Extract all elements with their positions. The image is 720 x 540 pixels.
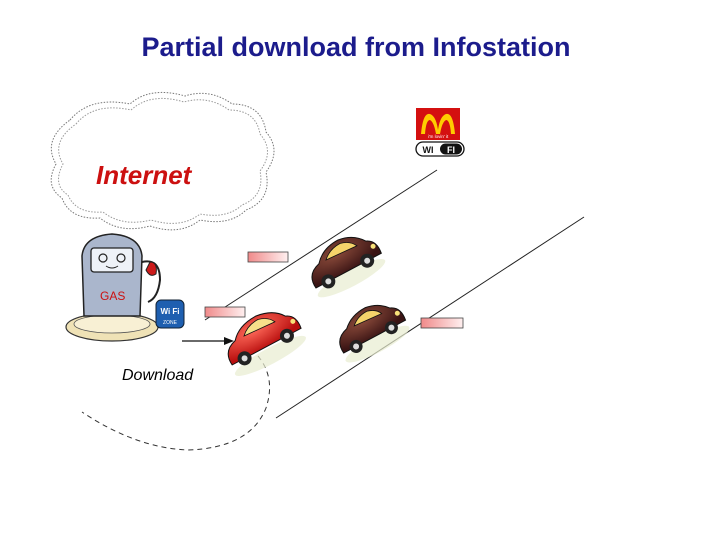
car-dark-lower — [339, 304, 410, 363]
gas-sign-text: GAS — [100, 289, 125, 303]
gas-station: GAS — [65, 233, 162, 342]
car-trajectory — [81, 355, 271, 451]
road-edge-bottom — [275, 216, 585, 419]
svg-text:ZONE: ZONE — [163, 320, 178, 326]
download-label: Download — [122, 367, 194, 384]
wifi-badge: WI FI — [415, 141, 465, 157]
segment-bar-3 — [420, 317, 464, 329]
car-red — [227, 312, 306, 376]
road-edge-top — [204, 169, 438, 321]
download-arrow — [182, 337, 234, 345]
svg-text:i'm lovin' it: i'm lovin' it — [428, 134, 449, 139]
wifi-zone-icon: Wi Fi ZONE — [155, 299, 185, 329]
internet-cloud — [50, 91, 275, 231]
internet-label: Internet — [96, 160, 192, 190]
slide-title: Partial download from Infostation — [141, 32, 571, 62]
svg-text:WI: WI — [423, 145, 434, 155]
car-dark-upper — [311, 236, 386, 298]
svg-text:Wi Fi: Wi Fi — [160, 307, 179, 316]
mcdonalds-logo: i'm lovin' it — [416, 108, 460, 140]
svg-text:FI: FI — [447, 145, 455, 155]
segment-bar-1 — [247, 251, 289, 263]
segment-bar-2 — [204, 306, 246, 318]
